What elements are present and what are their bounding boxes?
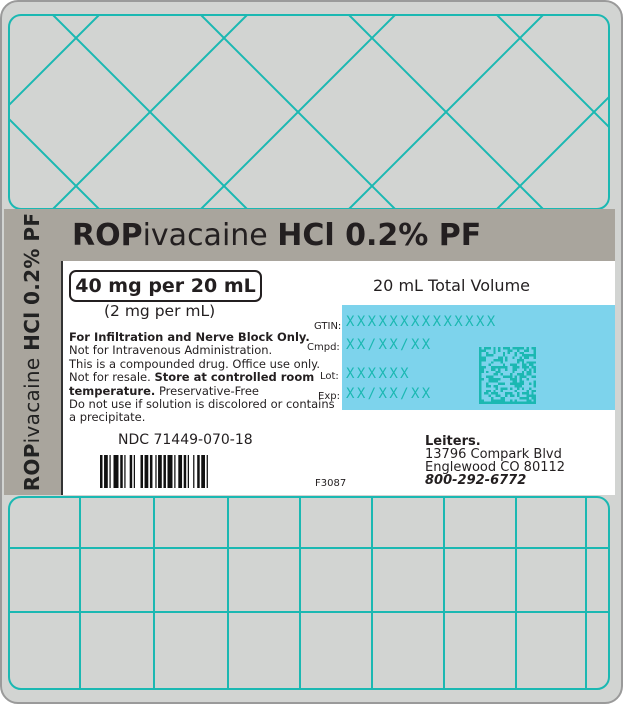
- gtin-value: XXXXXXXXXXXXXX: [346, 314, 498, 330]
- drug-title: ROPivacaine HCl 0.2% PF: [72, 218, 482, 253]
- gtin-label: GTIN:: [314, 321, 342, 332]
- side-drug-name: ROPivacaine HCl 0.2% PF: [20, 212, 44, 492]
- lot-label: Lot:: [320, 371, 339, 382]
- top-crosshatch-pattern: [8, 14, 610, 210]
- divider: [61, 261, 63, 495]
- barcode: [100, 455, 208, 488]
- title-bar: [61, 209, 615, 261]
- company-street: 13796 Compark Blvd: [425, 447, 562, 462]
- instructions: For Infiltration and Nerve Block Only. N…: [69, 330, 335, 425]
- variable-data-panel: [342, 305, 615, 410]
- exp-value: XX/XX/XX: [346, 386, 433, 402]
- company-phone: 800-292-6772: [425, 473, 527, 488]
- bottom-grid-pattern: [8, 496, 610, 690]
- lot-value: XXXXXX: [346, 366, 411, 382]
- total-volume: 20 mL Total Volume: [373, 276, 530, 295]
- company-name: Leiters.: [425, 434, 481, 449]
- label-code: F3087: [315, 478, 347, 489]
- cmpd-value: XX/XX/XX: [346, 337, 433, 353]
- concentration: (2 mg per mL): [104, 302, 216, 320]
- company-city: Englewood CO 80112: [425, 460, 566, 475]
- data-matrix-code: [479, 347, 536, 404]
- ndc-number: NDC 71449-070-18: [118, 432, 253, 448]
- strength-box: 40 mg per 20 mL: [69, 270, 262, 302]
- exp-label: Exp:: [318, 391, 340, 402]
- company-block: Leiters. 13796 Compark Blvd Englewood CO…: [425, 435, 565, 487]
- cmpd-label: Cmpd:: [307, 342, 340, 353]
- side-panel: [4, 209, 61, 495]
